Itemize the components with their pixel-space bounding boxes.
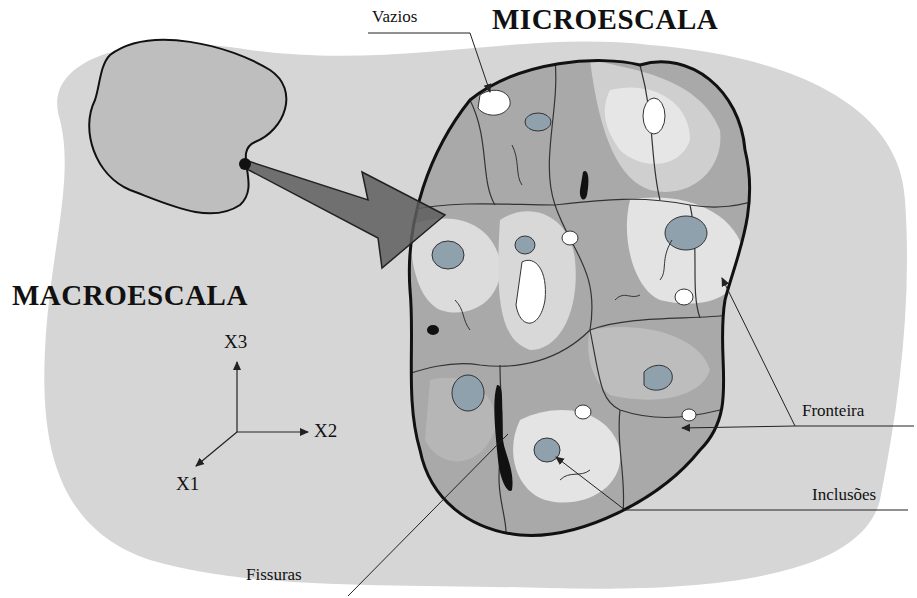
callout-label: Fronteira — [802, 402, 864, 421]
callout-label: Vazios — [372, 8, 417, 27]
callout-label: Fissuras — [246, 566, 302, 585]
scale-title: MICROESCALA — [492, 4, 718, 36]
axis-label: X2 — [314, 421, 337, 442]
axis-label: X1 — [176, 474, 199, 495]
scale-title: MACROESCALA — [12, 280, 248, 312]
axis-label: X3 — [224, 332, 247, 353]
callout-label: Inclusões — [812, 486, 876, 505]
